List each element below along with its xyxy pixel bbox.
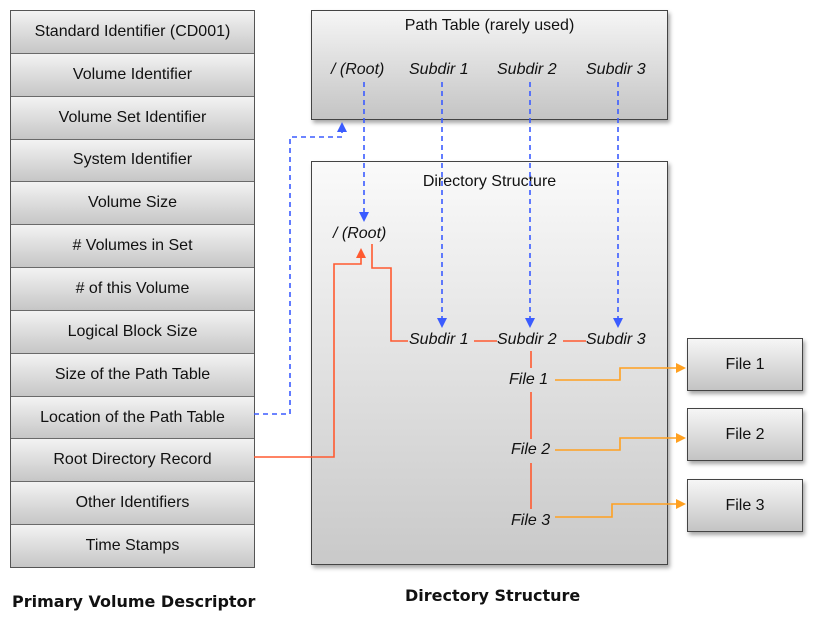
file-box-2: File 2 [687,408,803,461]
directory-structure-box: Directory Structure [311,161,668,565]
pvd-field-path-table-size: Size of the Path Table [11,353,254,397]
directory-subdir2: Subdir 2 [497,331,557,348]
root-to-subdirs-link [371,244,408,342]
file-box-3: File 3 [687,479,803,532]
directory-file2: File 2 [511,441,551,458]
pvd-field-this-volume: # of this Volume [11,268,254,311]
directory-root: / (Root) [333,225,387,242]
directory-structure-title: Directory Structure [422,173,557,190]
directory-file3: File 3 [511,512,551,529]
pvd-field-logical-block-size: Logical Block Size [11,310,254,354]
pvd-field-system-identifier: System Identifier [11,139,254,183]
file1-link [555,363,686,381]
path-table-title: Path Table (rarely used) [404,17,575,34]
path-entry-root: / (Root) [331,61,385,78]
pvd-field-volume-set-identifier: Volume Set Identifier [11,96,254,140]
directory-subdir1: Subdir 1 [409,331,469,348]
pvd-field-standard-identifier: Standard Identifier (CD001) [11,11,254,54]
pvd-field-volumes-in-set: # Volumes in Set [11,225,254,269]
pvd-field-other-identifiers: Other Identifiers [11,482,254,526]
path-table-location-link [254,122,347,415]
pvd-field-volume-size: Volume Size [11,182,254,226]
pvd-field-time-stamps: Time Stamps [11,525,254,567]
path-table-box: Path Table (rarely used) [311,10,668,120]
path-entry-subdir3: Subdir 3 [586,61,646,78]
path-entry-subdir2: Subdir 2 [497,61,557,78]
path-entry-subdir1: Subdir 1 [409,61,469,78]
directory-file1: File 1 [509,371,549,388]
pvd-field-root-directory-record: Root Directory Record [11,439,254,483]
root-directory-record-link [254,248,366,458]
pvd-caption: Primary Volume Descriptor [12,592,256,611]
pvd-field-path-table-location: Location of the Path Table [11,396,254,440]
directory-subdir3: Subdir 3 [586,331,646,348]
pvd-field-volume-identifier: Volume Identifier [11,53,254,97]
file2-link [555,433,686,451]
primary-volume-descriptor: Standard Identifier (CD001) Volume Ident… [10,10,255,568]
directory-structure-caption: Directory Structure [405,586,581,605]
file-box-1: File 1 [687,338,803,391]
file3-link [555,499,686,518]
